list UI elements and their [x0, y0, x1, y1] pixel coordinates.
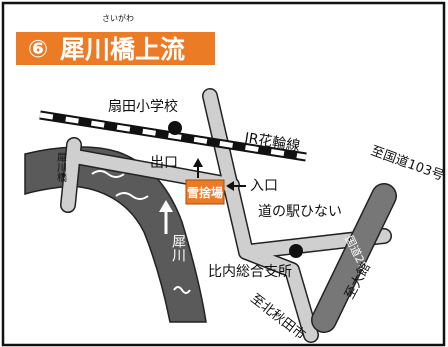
page-title: 犀川橋上流	[60, 35, 185, 64]
entrance-arrowhead	[226, 181, 234, 191]
school-label: 扇田小学校	[108, 98, 178, 115]
river-label: 犀川	[170, 234, 186, 262]
exit-arrowhead	[193, 158, 203, 167]
title-banner	[16, 32, 215, 65]
title-number: ⑥	[28, 35, 48, 63]
title-furigana: さいがわ	[102, 13, 134, 23]
snow-site-label: 雪捨場	[187, 185, 223, 200]
bridge-label: 犀川橋	[55, 152, 67, 183]
river-wave-2	[115, 192, 149, 200]
river-wave-3	[173, 286, 191, 294]
exit-label: 出口	[150, 155, 178, 171]
national-route-285	[312, 184, 396, 332]
snow-site-marker	[185, 179, 225, 205]
railway-line	[39, 110, 307, 162]
michinoeki-label: 道の駅ひない	[258, 204, 342, 220]
entrance-label: 入口	[250, 178, 278, 194]
branch-office-label: 比内総合支所	[208, 264, 292, 280]
school-marker	[168, 121, 182, 135]
branch-office-marker	[289, 244, 303, 258]
river-flow-arrowhead	[159, 200, 173, 212]
river-wave-1	[91, 170, 125, 178]
